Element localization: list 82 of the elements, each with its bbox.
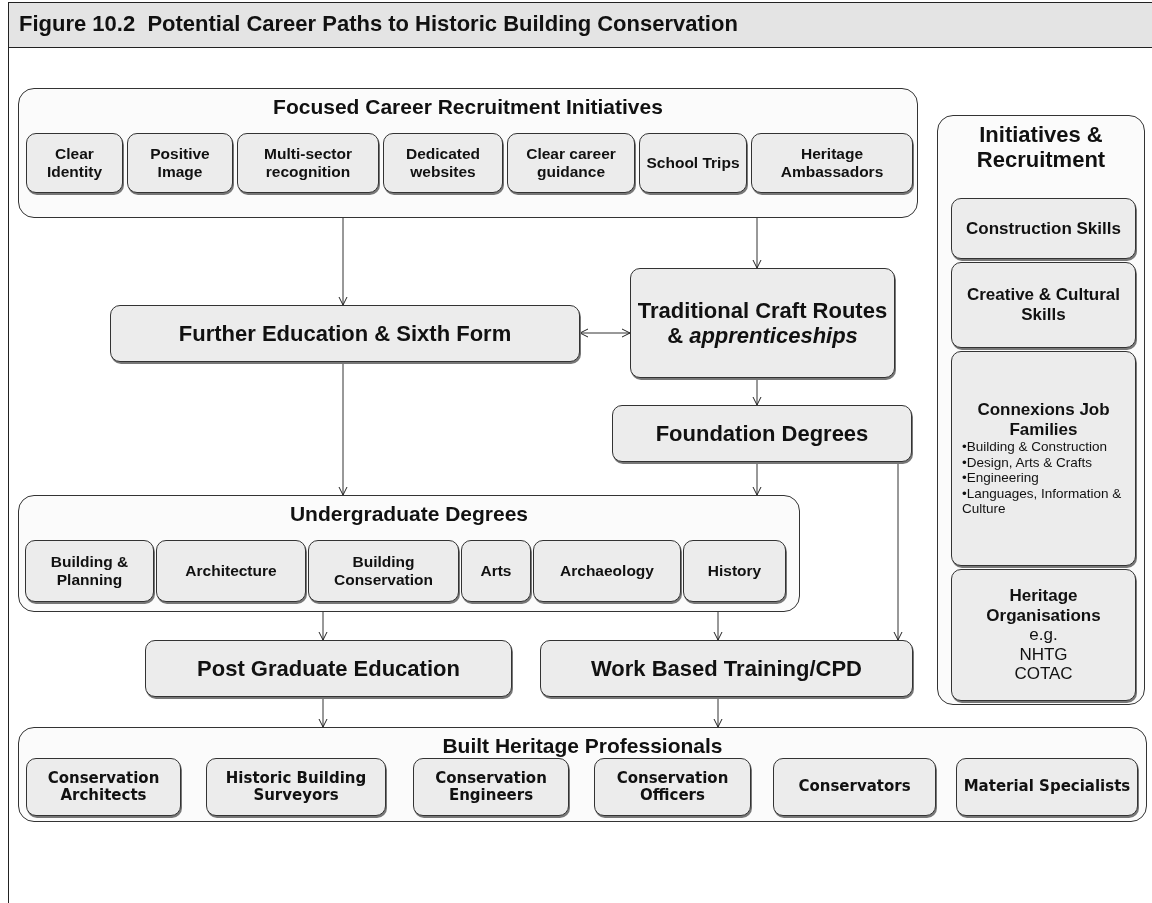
node-label: Conservation Architects (46, 769, 161, 805)
group-panel (937, 115, 1145, 705)
node-label: Further Education & Sixth Form (178, 320, 512, 347)
item-box (951, 262, 1136, 348)
arrow (318, 611, 328, 641)
node-detail: NHTG (1019, 644, 1068, 665)
node-label: Positive Image (149, 145, 211, 181)
node-label: Conservation Engineers (434, 769, 548, 805)
node-label: Arts (480, 562, 512, 580)
process-box (540, 640, 913, 697)
figure-title: Figure 10.2 Potential Career Paths to Historic Building Conservation (8, 2, 1152, 48)
arrow (752, 217, 762, 269)
item-box (533, 540, 681, 602)
item-box (507, 133, 635, 193)
arrow (579, 328, 631, 338)
node-label: Post Graduate Education (197, 655, 460, 682)
node-detail: •Building & Construction (962, 439, 1108, 455)
item-box (308, 540, 459, 602)
arrow (752, 377, 762, 406)
node-detail: •Engineering (962, 470, 1039, 486)
item-box (206, 758, 386, 816)
arrow (318, 696, 328, 728)
item-box (26, 133, 123, 193)
node-detail: •Languages, Information & Culture (962, 485, 1123, 517)
node-label: Historic Building Surveyors (224, 769, 368, 805)
item-box (951, 198, 1136, 259)
item-box (751, 133, 913, 193)
process-box (630, 268, 895, 378)
item-box (26, 758, 181, 816)
node-label: Undergraduate Degrees (289, 502, 529, 527)
node-detail: COTAC (1014, 664, 1073, 684)
arrow (752, 461, 762, 496)
node-label: Focused Career Recruitment Initiatives (273, 95, 663, 120)
node-label: Dedicated websites (404, 145, 482, 181)
node-label: History (707, 562, 762, 580)
node-label: Initiatives & Recruitment (975, 122, 1107, 173)
arrow (713, 611, 723, 641)
arrow (893, 461, 903, 641)
group-panel (18, 495, 800, 612)
node-label: Creative & Cultural Skills (965, 285, 1121, 325)
item-box (956, 758, 1138, 816)
item-box (461, 540, 531, 602)
item-box (127, 133, 233, 193)
item-box (683, 540, 786, 602)
node-label: Built Heritage Professionals (442, 734, 723, 759)
process-box (612, 405, 912, 462)
item-box (594, 758, 751, 816)
node-label: Connexions Job Families (976, 400, 1111, 440)
node-label: Foundation Degrees (655, 420, 869, 447)
node-detail: •Design, Arts & Crafts (962, 454, 1093, 471)
item-box (25, 540, 154, 602)
group-panel (18, 727, 1147, 822)
process-box (110, 305, 580, 362)
item-box (413, 758, 569, 816)
node-detail: e.g. (1029, 625, 1058, 645)
node-label: Heritage Ambassadors (779, 145, 885, 181)
node-label: Work Based Training/CPD (591, 655, 862, 682)
node-label: Multi-sector recognition (263, 145, 353, 181)
arrow (713, 696, 723, 728)
item-box (237, 133, 379, 193)
arrow (338, 217, 348, 306)
item-box (951, 351, 1136, 566)
item-box (383, 133, 503, 193)
group-panel (18, 88, 918, 218)
node-label: Material Specialists (963, 778, 1131, 796)
process-box (145, 640, 512, 697)
node-label: School Trips (646, 154, 740, 172)
node-label: Archaeology (560, 562, 654, 580)
item-box (951, 569, 1136, 701)
arrow (338, 361, 348, 496)
item-box (773, 758, 936, 816)
node-label: Conservation Officers (615, 769, 730, 805)
item-box (639, 133, 747, 193)
node-label: Clear career guidance (525, 145, 617, 181)
node-label: Architecture (185, 562, 277, 580)
node-label: Building & Planning (49, 553, 130, 589)
node-label: Clear Identity (45, 145, 104, 181)
item-box (156, 540, 306, 602)
node-label: Building Conservation (332, 553, 435, 589)
node-label: Construction Skills (966, 218, 1121, 239)
node-label: Traditional Craft Routes & apprenticeships (636, 297, 889, 349)
node-label: Conservators (798, 778, 911, 796)
